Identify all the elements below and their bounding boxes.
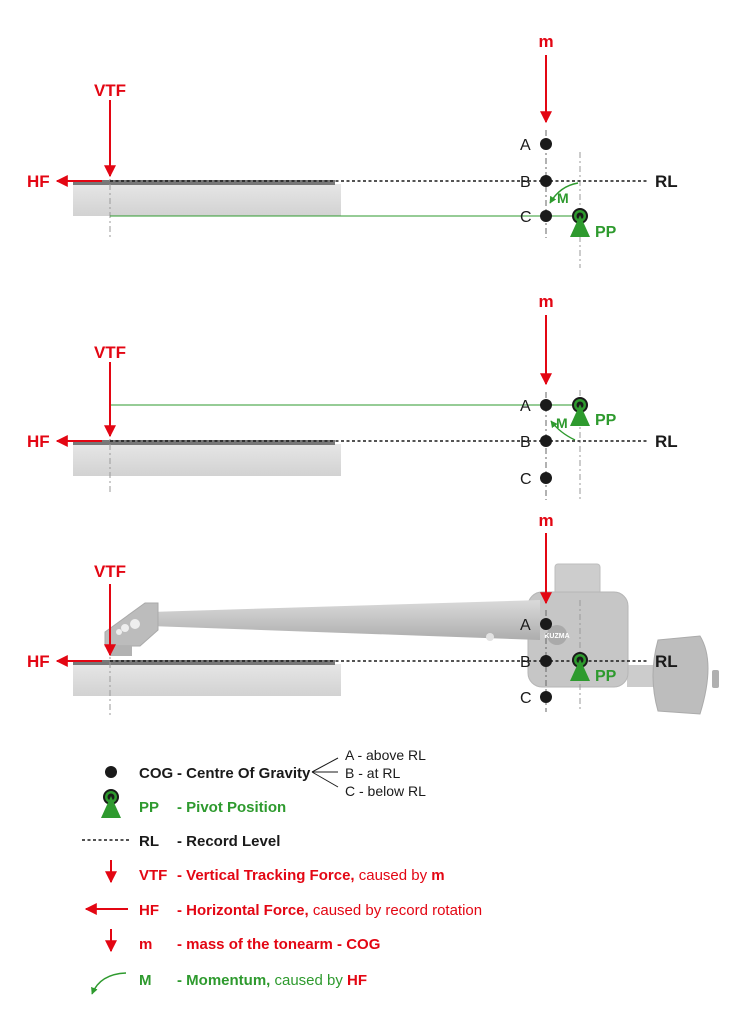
point-b-label: B <box>520 434 531 451</box>
cog-point-b <box>540 655 552 667</box>
record <box>73 440 335 445</box>
legend-vtf-abbr: VTF <box>139 867 167 884</box>
hf-label: HF <box>27 432 50 451</box>
legend-mom-desc: - Momentum, <box>177 972 270 989</box>
vtf-label: VTF <box>94 343 126 362</box>
legend-cog-b: B - at RL <box>345 765 400 781</box>
cog-point-b <box>540 435 552 447</box>
momentum-label: M <box>556 415 568 431</box>
legend-cog-dot <box>105 766 117 778</box>
m-label: m <box>538 511 553 530</box>
legend-mom-cause: caused by <box>270 972 347 989</box>
point-c-label: C <box>520 471 532 488</box>
point-a-label: A <box>520 137 531 154</box>
legend-vtf-cause-key: m <box>431 867 444 884</box>
legend-mom-text: - Momentum, caused by HF <box>177 972 367 989</box>
pp-label: PP <box>595 224 617 241</box>
record <box>73 180 335 185</box>
panel-cog-below: m VTF HF A B C M PP RL <box>27 32 678 268</box>
cog-point-c <box>540 210 552 222</box>
platter <box>73 444 341 476</box>
legend-brace-line <box>311 757 339 773</box>
cog-point-c <box>540 472 552 484</box>
m-label: m <box>538 32 553 51</box>
rl-label: RL <box>655 172 678 191</box>
momentum-arrow <box>549 182 579 204</box>
hf-label: HF <box>27 652 50 671</box>
point-c-label: C <box>520 209 532 226</box>
legend-vtf-cause: caused by <box>355 867 432 884</box>
pp-label: PP <box>595 668 617 685</box>
platter <box>73 664 341 696</box>
legend-pivot-symbol <box>101 789 121 818</box>
hf-label: HF <box>27 172 50 191</box>
cog-point-c <box>540 691 552 703</box>
rl-label: RL <box>655 432 678 451</box>
legend-vtf-desc: - Vertical Tracking Force, <box>177 867 355 884</box>
momentum-label: M <box>557 190 569 206</box>
rl-label: RL <box>655 652 678 671</box>
legend-rl-desc: - Record Level <box>177 833 280 850</box>
cog-point-a <box>540 618 552 630</box>
legend-vtf-text: - Vertical Tracking Force, caused by m <box>177 867 445 884</box>
momentum-arrow <box>550 420 576 441</box>
legend-cog-desc: - Centre Of Gravity <box>177 765 311 782</box>
legend-brace-line <box>311 771 339 788</box>
kuzma-logo: KUZMA <box>544 633 569 640</box>
legend-cog-abbr: COG <box>139 765 173 782</box>
point-a-label: A <box>520 617 531 634</box>
legend-pp-abbr: PP <box>139 799 159 816</box>
m-label: m <box>538 292 553 311</box>
legend-cog-c: C - below RL <box>345 783 426 799</box>
legend-mom-abbr: M <box>139 972 152 989</box>
legend-hf-text: - Horizontal Force, caused by record rot… <box>177 902 482 919</box>
point-b-label: B <box>520 654 531 671</box>
legend-rl-abbr: RL <box>139 833 159 850</box>
panel-cog-at-level: KUZMA m VTF HF A B C PP RL <box>27 511 719 718</box>
record <box>73 660 335 665</box>
legend-mom-cause-key: HF <box>347 972 367 989</box>
legend-hf-desc: - Horizontal Force, <box>177 902 309 919</box>
legend-m-desc: - mass of the tonearm - COG <box>177 936 380 953</box>
pivot-symbol <box>570 397 590 426</box>
point-b-label: B <box>520 174 531 191</box>
panel-cog-above: m VTF HF A B C M PP RL <box>27 292 678 500</box>
pp-label: PP <box>595 412 617 429</box>
tonearm-illustration: KUZMA <box>104 563 719 715</box>
legend-pp-desc: - Pivot Position <box>177 799 286 816</box>
legend-cog-a: A - above RL <box>345 747 426 763</box>
legend: COG - Centre Of Gravity A - above RL B -… <box>82 747 482 995</box>
platter <box>73 184 341 216</box>
legend-m-abbr: m <box>139 936 152 953</box>
cog-point-b <box>540 175 552 187</box>
legend-hf-abbr: HF <box>139 902 159 919</box>
legend-momentum-arrow <box>91 972 127 995</box>
point-c-label: C <box>520 690 532 707</box>
cog-point-a <box>540 399 552 411</box>
pivot-symbol <box>570 208 590 237</box>
vtf-label: VTF <box>94 81 126 100</box>
vtf-label: VTF <box>94 562 126 581</box>
legend-hf-cause: caused by record rotation <box>309 902 482 919</box>
point-a-label: A <box>520 398 531 415</box>
cog-point-a <box>540 138 552 150</box>
